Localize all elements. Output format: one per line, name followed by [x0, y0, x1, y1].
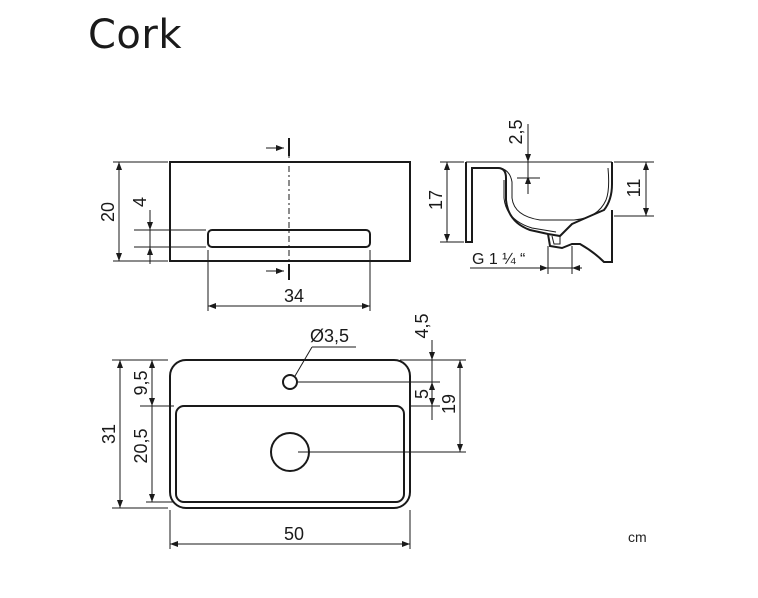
bowl-depth-label: 11	[624, 179, 644, 198]
front-body	[169, 161, 411, 262]
tap-hole	[282, 374, 298, 390]
product-title: Cork	[88, 12, 183, 58]
side-height-label: 17	[426, 190, 446, 210]
hole-offset-label: 4,5	[412, 313, 432, 338]
drain-position-label: 19	[439, 394, 459, 414]
side-view: 17 11 2,5 G 1 ¼ “	[426, 119, 654, 274]
front-view: 20 4 34	[98, 138, 411, 311]
hole-diameter-label: Ø3,5	[310, 326, 349, 346]
top-bowl	[175, 405, 405, 503]
front-height-label: 20	[98, 202, 118, 222]
top-view: Ø3,5 31 9,5 20,5 50	[99, 313, 466, 549]
slot-height-label: 4	[130, 197, 150, 207]
depth-total-label: 31	[99, 424, 119, 444]
width-label: 50	[284, 524, 304, 544]
depth-front-label: 20,5	[131, 428, 151, 463]
hole-to-bowl-label: 5	[412, 389, 432, 399]
rim-offset-label: 2,5	[506, 119, 526, 144]
depth-back-label: 9,5	[131, 370, 151, 395]
drain-thread-label: G 1 ¼ “	[472, 251, 525, 268]
unit-label: cm	[628, 529, 647, 545]
slot-width-label: 34	[284, 286, 304, 306]
